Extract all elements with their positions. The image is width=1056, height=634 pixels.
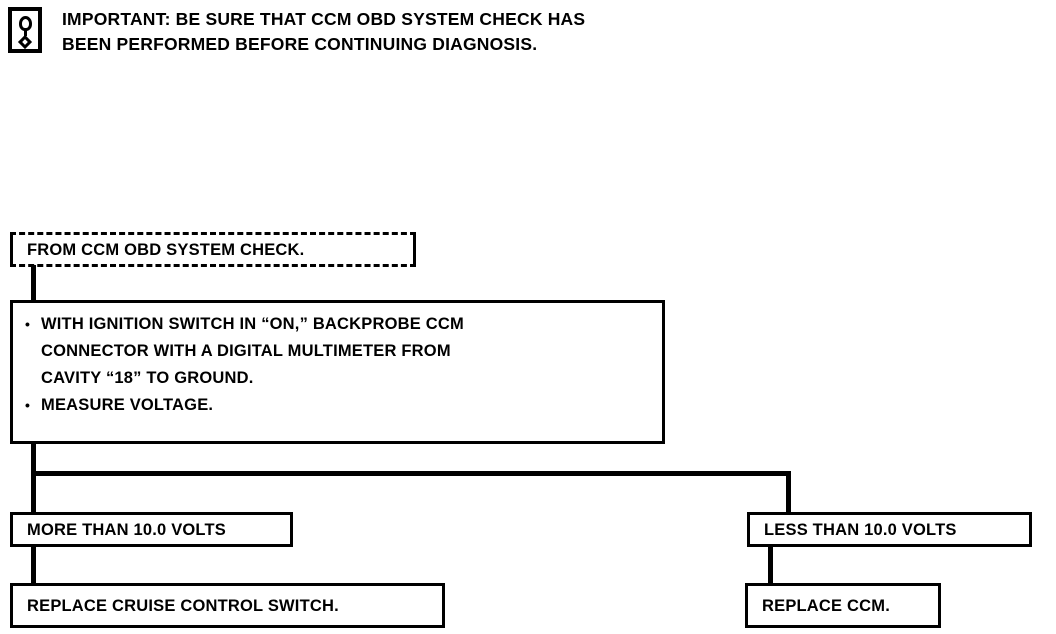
- connector-step-to-right-branch: [786, 471, 791, 514]
- connector-entry-to-step: [31, 265, 36, 302]
- connector-branch-horizontal: [31, 471, 791, 476]
- branch-condition-less-than-10-volts: LESS THAN 10.0 VOLTS: [747, 512, 1032, 547]
- important-warning: IMPORTANT: BE SURE THAT CCM OBD SYSTEM C…: [8, 6, 585, 57]
- branch-action-replace-ccm: REPLACE CCM.: [745, 583, 941, 628]
- exclamation-dot: [17, 34, 33, 50]
- branch-condition-more-than-10-volts: MORE THAN 10.0 VOLTS: [10, 512, 293, 547]
- important-warning-text: IMPORTANT: BE SURE THAT CCM OBD SYSTEM C…: [62, 9, 586, 54]
- exclamation-stem: [23, 28, 27, 36]
- step-item-text: MEASURE VOLTAGE.: [41, 396, 214, 414]
- branch-action-label: REPLACE CRUISE CONTROL SWITCH.: [27, 596, 339, 615]
- exclamation-in-box-icon: [8, 7, 42, 53]
- branch-condition-label: LESS THAN 10.0 VOLTS: [764, 520, 957, 539]
- branch-condition-label: MORE THAN 10.0 VOLTS: [27, 520, 226, 539]
- branch-action-replace-cruise-control-switch: REPLACE CRUISE CONTROL SWITCH.: [10, 583, 445, 628]
- connector-left-condition-to-action: [31, 545, 36, 585]
- bullet-marker: •: [25, 397, 31, 413]
- list-item: • WITH IGNITION SWITCH IN “ON,” BACKPROB…: [25, 311, 652, 392]
- list-item: • MEASURE VOLTAGE.: [25, 392, 652, 419]
- entry-box-label: FROM CCM OBD SYSTEM CHECK.: [27, 240, 305, 259]
- bullet-marker: •: [25, 316, 31, 332]
- step-item-text: WITH IGNITION SWITCH IN “ON,” BACKPROBE …: [41, 315, 464, 387]
- connector-right-condition-to-action: [768, 545, 773, 585]
- step-bullet-list: • WITH IGNITION SWITCH IN “ON,” BACKPROB…: [13, 303, 662, 425]
- entry-box-from-ccm-obd-system-check: FROM CCM OBD SYSTEM CHECK.: [10, 232, 416, 267]
- step-box-measure-voltage: • WITH IGNITION SWITCH IN “ON,” BACKPROB…: [10, 300, 665, 444]
- connector-step-to-left-branch: [31, 444, 36, 514]
- branch-action-label: REPLACE CCM.: [762, 596, 890, 615]
